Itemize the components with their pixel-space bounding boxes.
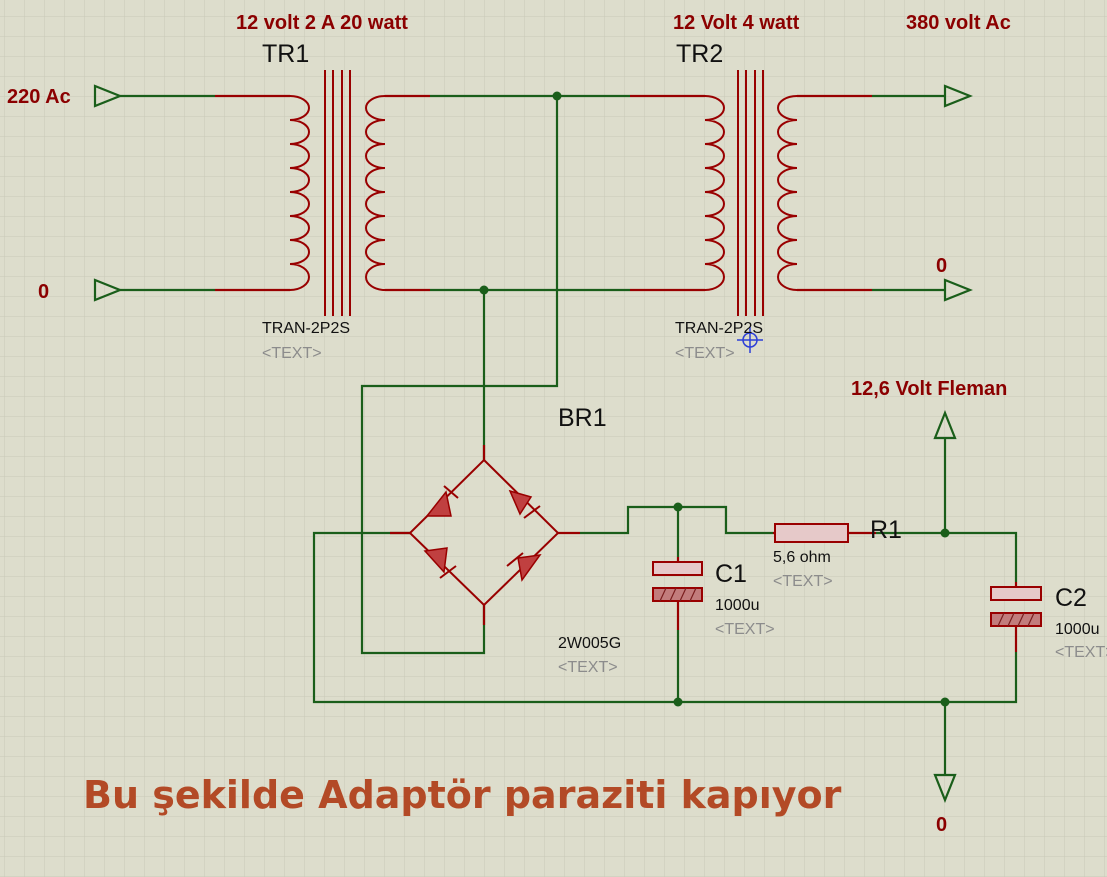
output-zero-top-label: 0	[936, 255, 947, 277]
tr1-core	[324, 70, 351, 316]
c1-value-label: 1000u	[715, 597, 760, 614]
tr2-primary-coil	[704, 95, 725, 291]
br1-leads	[390, 445, 580, 625]
input-220-label: 220 Ac	[7, 86, 71, 108]
terminal-input-zero-icon	[93, 278, 123, 302]
tr1-primary-coil	[289, 95, 310, 291]
c1-plate-positive	[652, 561, 703, 576]
output-filament-label: 12,6 Volt Fleman	[851, 378, 1007, 400]
tr2-core	[737, 70, 764, 316]
c2-plate-negative	[990, 612, 1042, 627]
tr1-secondary-coil	[365, 95, 386, 291]
c2-text-placeholder: <TEXT>	[1055, 644, 1107, 661]
tr1-primary-leads	[215, 94, 290, 292]
c1-text-placeholder: <TEXT>	[715, 621, 775, 638]
junction-dot	[479, 285, 489, 295]
wire-r1-out	[876, 531, 1018, 582]
r1-body	[774, 523, 849, 543]
wire-to-bridge-left	[360, 96, 559, 655]
c1-hatch	[659, 587, 697, 602]
tr2-model-label: TRAN-2P2S	[675, 320, 763, 337]
resistor-r1	[773, 523, 876, 543]
tr2-text-placeholder: <TEXT>	[675, 345, 735, 362]
diode-top-left-icon	[425, 485, 459, 517]
diode-top-right-icon	[508, 489, 541, 519]
br1-model-label: 2W005G	[558, 635, 621, 652]
r1-ref-label: R1	[870, 516, 902, 544]
terminal-ground-icon	[933, 773, 957, 803]
transformer-tr1	[215, 70, 430, 316]
crosshair-cursor-icon	[737, 327, 763, 353]
br1-text-placeholder: <TEXT>	[558, 659, 618, 676]
br1-ref-label: BR1	[558, 404, 607, 432]
caption-text: Bu şekilde Adaptör paraziti kapıyor	[83, 773, 842, 817]
tr1-rating-label: 12 volt 2 A 20 watt	[236, 12, 408, 34]
c1-plate-negative	[652, 587, 703, 602]
tr2-ref-label: TR2	[676, 40, 723, 68]
capacitor-c1	[652, 557, 703, 630]
tr2-primary-leads	[630, 94, 705, 292]
c2-hatch	[997, 612, 1035, 627]
transformer-tr2	[630, 70, 872, 353]
junctions	[479, 91, 950, 707]
terminal-filament-icon	[933, 410, 957, 440]
terminal-input-220-icon	[93, 84, 123, 108]
output-zero-bottom-label: 0	[936, 814, 947, 836]
bridge-rectifier-br1	[390, 445, 580, 625]
r1-text-placeholder: <TEXT>	[773, 573, 833, 590]
tr2-secondary-leads	[797, 94, 872, 292]
r1-value-label: 5,6 ohm	[773, 549, 831, 566]
tr2-secondary-coil	[777, 95, 798, 291]
c2-plate-positive	[990, 586, 1042, 601]
tr1-secondary-leads	[385, 94, 430, 292]
junction-dot	[940, 528, 950, 538]
terminal-output-zero-icon	[943, 278, 973, 302]
capacitor-c2	[990, 582, 1042, 652]
junction-dot	[552, 91, 562, 101]
junction-dot	[673, 502, 683, 512]
terminals	[93, 84, 973, 803]
c2-value-label: 1000u	[1055, 621, 1100, 638]
diode-bottom-right-icon	[506, 552, 542, 582]
junction-dot	[940, 697, 950, 707]
c1-ref-label: C1	[715, 560, 747, 588]
terminal-output-380-icon	[943, 84, 973, 108]
output-380-label: 380 volt Ac	[906, 12, 1011, 34]
diode-bottom-left-icon	[423, 547, 457, 579]
junction-dot	[673, 697, 683, 707]
tr1-text-placeholder: <TEXT>	[262, 345, 322, 362]
tr1-model-label: TRAN-2P2S	[262, 320, 350, 337]
tr2-rating-label: 12 Volt 4 watt	[673, 12, 800, 34]
c2-ref-label: C2	[1055, 584, 1087, 612]
tr1-ref-label: TR1	[262, 40, 309, 68]
wire-bridge-negative	[312, 531, 1018, 704]
input-zero-label: 0	[38, 281, 49, 303]
